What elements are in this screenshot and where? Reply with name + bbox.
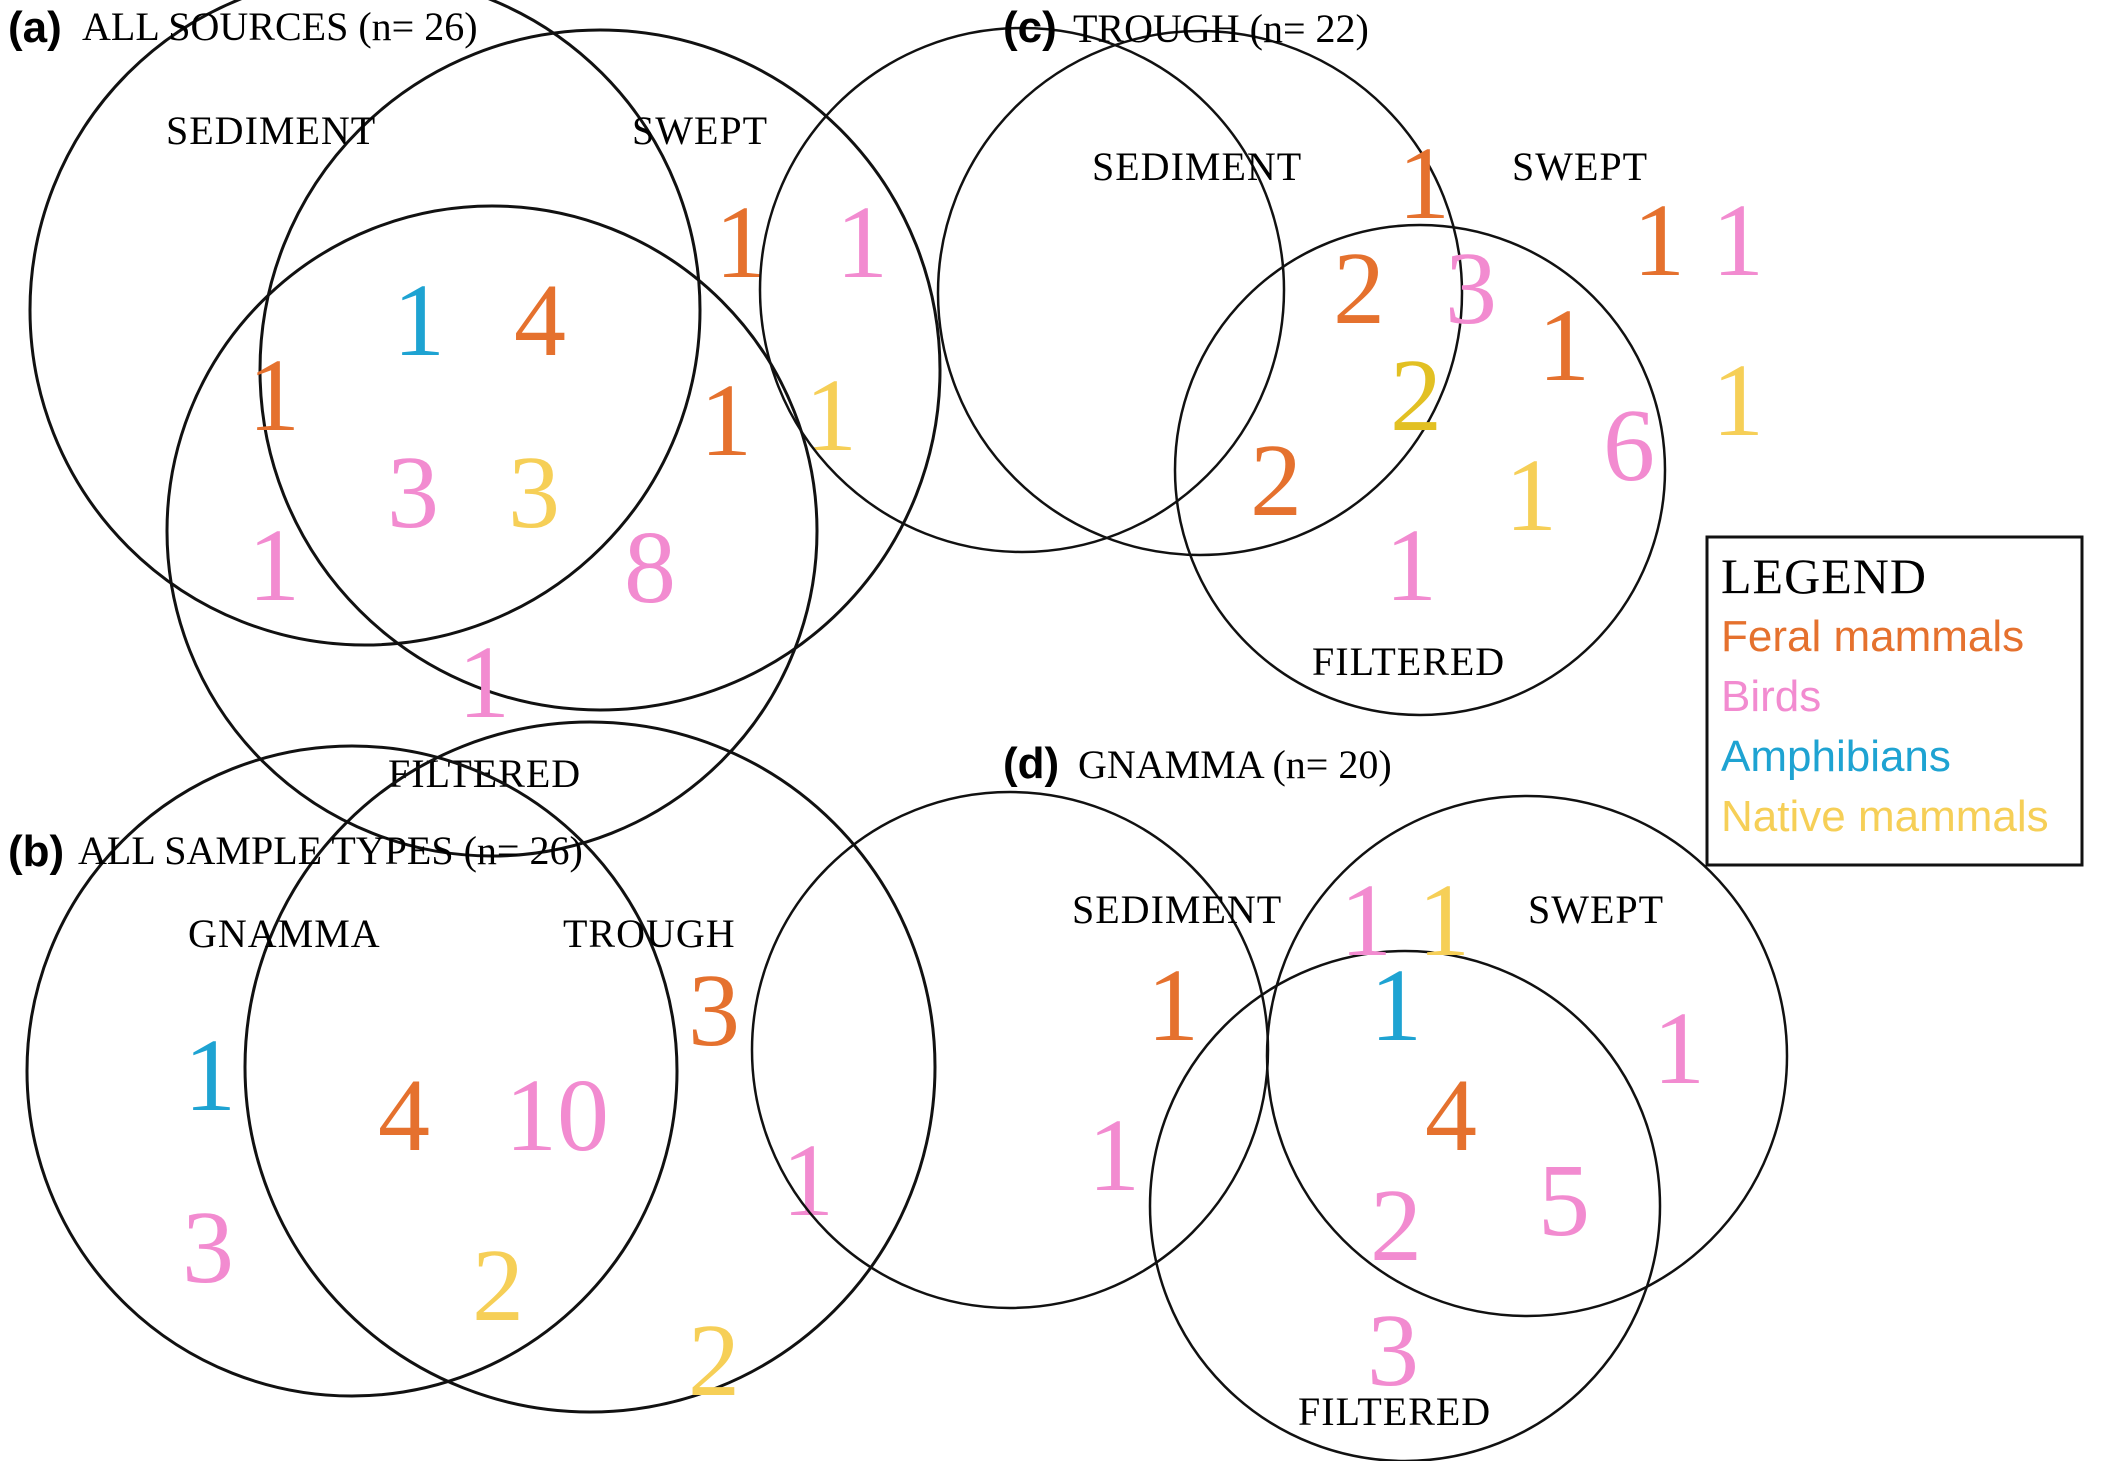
count-label: 2 <box>1333 231 1385 346</box>
panel-b-gnamma-circle <box>25 744 679 1398</box>
panel-c-label-sediment: SEDIMENT <box>1092 144 1302 189</box>
count-label: 6 <box>1603 388 1655 503</box>
panel-a-label-swept: SWEPT <box>632 108 768 153</box>
count-label: 2 <box>688 1303 740 1418</box>
legend-item-amphibians: Amphibians <box>1721 732 1951 781</box>
panel-b-letter: (b) <box>8 827 64 876</box>
count-label: 1 <box>248 338 300 453</box>
count-label: 4 <box>1425 1058 1477 1173</box>
count-label: 4 <box>514 263 566 378</box>
count-label: 3 <box>1445 231 1497 346</box>
panel-d-swept-circle <box>1265 794 1789 1318</box>
panel-a-letter: (a) <box>8 3 62 52</box>
count-label: 1 <box>1398 126 1450 241</box>
panel-c-letter: (c) <box>1003 3 1057 52</box>
count-label: 1 <box>1147 948 1199 1063</box>
count-label: 1 <box>1538 288 1590 403</box>
panel-a-swept-circle <box>258 28 942 712</box>
panel-d: (d) GNAMMA (n= 20) SEDIMENT SWEPT FILTER… <box>750 739 1789 1461</box>
count-label: 1 <box>1418 863 1470 978</box>
count-label: 2 <box>1250 423 1302 538</box>
panel-a-label-sediment: SEDIMENT <box>166 108 376 153</box>
count-label: 1 <box>782 1123 834 1238</box>
panel-c-filtered-circle <box>1173 223 1667 717</box>
count-label: 1 <box>1712 183 1764 298</box>
count-label: 1 <box>1505 438 1557 553</box>
count-label: 1 <box>1653 991 1705 1106</box>
count-label: 3 <box>1367 1293 1419 1408</box>
count-label: 1 <box>1633 183 1685 298</box>
legend: LEGEND Feral mammals Birds Amphibians Na… <box>1705 535 2084 867</box>
count-label: 1 <box>458 625 510 740</box>
count-label: 1 <box>700 363 752 478</box>
count-label: 1 <box>1712 343 1764 458</box>
legend-box <box>1705 535 2084 867</box>
count-label: 1 <box>715 185 767 300</box>
panel-d-title: GNAMMA (n= 20) <box>1078 742 1392 787</box>
count-label: 3 <box>508 435 560 550</box>
panel-d-counts: 1 1 1 4 2 1 1 1 5 3 <box>1088 863 1705 1408</box>
panel-d-label-swept: SWEPT <box>1528 887 1664 932</box>
legend-item-native: Native mammals <box>1721 792 2049 841</box>
panel-c-counts: 1 2 3 2 1 6 1 1 1 1 2 1 <box>1250 126 1764 623</box>
panel-b-counts: 1 3 4 10 2 3 1 2 <box>182 953 834 1418</box>
panel-c-label-swept: SWEPT <box>1512 144 1648 189</box>
panel-d-letter: (d) <box>1003 739 1059 788</box>
count-label: 1 <box>1340 863 1392 978</box>
legend-item-feral: Feral mammals <box>1721 612 2024 661</box>
count-label: 4 <box>378 1058 430 1173</box>
panel-c-label-filtered: FILTERED <box>1312 639 1505 684</box>
count-label: 1 <box>248 508 300 623</box>
count-label: 5 <box>1538 1143 1590 1258</box>
count-label: 2 <box>472 1228 524 1343</box>
panel-d-label-sediment: SEDIMENT <box>1072 887 1282 932</box>
panel-d-filtered-circle <box>1148 949 1662 1461</box>
panel-a-counts: 1 4 3 3 1 1 1 8 1 1 1 1 <box>248 185 888 740</box>
count-label: 1 <box>1370 948 1422 1063</box>
legend-title: LEGEND <box>1721 548 1927 604</box>
panel-b-trough-circle <box>243 720 937 1414</box>
panel-a: (a) ALL SOURCES (n= 26) SEDIMENT SWEPT F… <box>8 0 942 858</box>
panel-b: (b) ALL SAMPLE TYPES (n= 26) GNAMMA TROU… <box>8 720 937 1418</box>
panel-c-swept-circle <box>936 29 1464 557</box>
count-label: 2 <box>1390 338 1442 453</box>
count-label: 1 <box>184 1018 236 1133</box>
count-label: 3 <box>182 1190 234 1305</box>
panel-a-filtered-circle <box>165 204 819 858</box>
panel-d-label-filtered: FILTERED <box>1298 1389 1491 1434</box>
count-label: 1 <box>805 358 857 473</box>
count-label: 1 <box>1385 508 1437 623</box>
count-label: 3 <box>688 953 740 1068</box>
panel-b-label-trough: TROUGH <box>563 911 736 956</box>
panel-c-sediment-circle <box>758 26 1286 554</box>
panel-c: (c) TROUGH (n= 22) SEDIMENT SWEPT FILTER… <box>758 3 1764 717</box>
count-label: 2 <box>1370 1168 1422 1283</box>
count-label: 10 <box>505 1058 609 1173</box>
panel-a-title: ALL SOURCES (n= 26) <box>82 4 478 49</box>
count-label: 1 <box>1088 1098 1140 1213</box>
count-label: 1 <box>836 185 888 300</box>
panel-a-sediment-circle <box>28 0 702 647</box>
panel-b-label-gnamma: GNAMMA <box>188 911 381 956</box>
panel-c-title: TROUGH (n= 22) <box>1073 6 1369 51</box>
count-label: 3 <box>387 435 439 550</box>
legend-item-birds: Birds <box>1721 672 1821 721</box>
count-label: 8 <box>624 510 676 625</box>
count-label: 1 <box>393 263 445 378</box>
panel-b-title: ALL SAMPLE TYPES (n= 26) <box>78 828 583 873</box>
